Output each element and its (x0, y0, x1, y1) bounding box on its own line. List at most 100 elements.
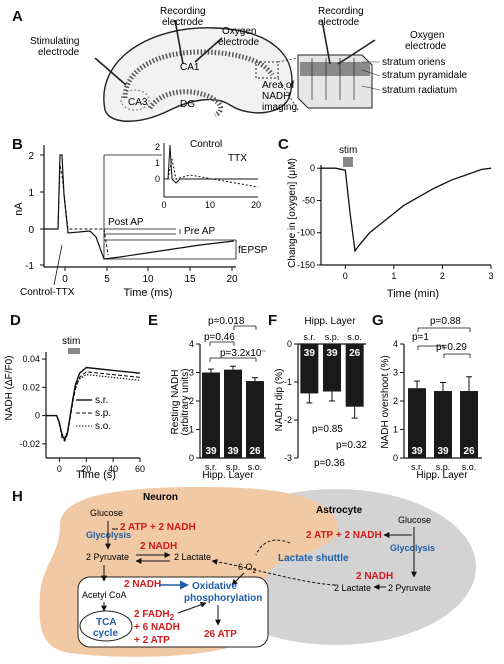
h-a-glycolysis: Glycolysis (390, 543, 435, 553)
ca1-label: CA1 (180, 62, 200, 73)
layer-oriens-label: stratum oriens (382, 57, 445, 68)
d-stim-label: stim (62, 336, 80, 347)
f-n-label: 39 (326, 348, 338, 359)
h-fadh-subscript: 2 (170, 613, 175, 622)
panel-label-d: D (10, 312, 21, 329)
b-inset-xtick-20: 20 (251, 200, 261, 210)
oxygen-electrode (194, 37, 223, 63)
ca1-cell-layer (122, 49, 275, 99)
b-inset-ytick-1: 1 (155, 158, 160, 168)
b-ytick-2: 2 (28, 151, 34, 162)
panel-label-b: B (12, 136, 23, 153)
g-bar (408, 388, 426, 458)
h-glycolysis: Glycolysis (86, 530, 131, 540)
b-inset-xtick-10: 10 (205, 200, 215, 210)
c-stim-label: stim (339, 145, 357, 156)
b-xtick-15: 15 (184, 274, 196, 285)
f-category-label: s.p. (325, 332, 340, 342)
e-n-label: 26 (249, 446, 261, 457)
stim-electrode-label-2: electrode (38, 47, 80, 58)
f-pval-1: p=0.32 (336, 440, 367, 451)
panel-c-chart: Change in [oxygen] (μM) Time (min) stim … (287, 145, 494, 300)
d-legend-so: s.o. (95, 421, 111, 432)
d-xlabel: Time (s) (76, 469, 116, 481)
g-category-label: s.o. (462, 462, 477, 472)
h-pyruvate: 2 Pyruvate (86, 552, 129, 562)
f-ytick-label: -2 (284, 415, 292, 425)
f-bar (323, 344, 341, 392)
pyramidal-neurons (311, 58, 355, 100)
imaging-area-box (255, 61, 279, 79)
b-inset-ytick-2: 2 (155, 142, 160, 152)
g-category-label: s.r. (411, 462, 423, 472)
f-n-label: 39 (304, 348, 316, 359)
h-a-lactate: 2 Lactate (334, 583, 371, 593)
ca3-label: CA3 (128, 97, 148, 108)
h-a-atp-nadh: 2 ATP + 2 NADH (306, 530, 382, 541)
hippocampus-outline (103, 27, 293, 122)
g-n-label: 26 (463, 446, 475, 457)
h-acetyl: Acetyl CoA (82, 590, 127, 600)
f-ytick-label: 0 (287, 339, 292, 349)
svg-c-ytick-label: -150 (297, 260, 315, 270)
e-ylabel-2: (arbitrary units) (180, 368, 191, 435)
svg-d-ytick-label: -0.02 (19, 439, 40, 449)
g-n-label: 39 (437, 446, 449, 457)
panel-g-chart: NADH overshoot (%) Hipp. Layer p=0.88 p=… (380, 316, 482, 481)
b-ytick-1: 1 (28, 188, 34, 199)
g-ytick-label: 1 (393, 425, 398, 435)
oxy-electrode-label-1: Oxygen (222, 26, 256, 37)
panel-b-chart: 2 1 0 -1 0 5 10 15 20 nA Time (ms) Post … (13, 137, 268, 299)
d-stim-marker (68, 348, 80, 354)
oxy-electrode2-label-2: electrode (405, 41, 447, 52)
rec-electrode2-label-1: Recording (318, 6, 364, 17)
h-atp-nadh: 2 ATP + 2 NADH (120, 522, 196, 533)
e-ytick-label: 0 (189, 453, 194, 463)
h-atp26: 26 ATP (204, 629, 237, 640)
b-inset (162, 137, 262, 205)
c-oxygen-trace (321, 167, 492, 253)
b-xtick-10: 10 (142, 274, 154, 285)
e-category-label: s.o. (248, 462, 263, 472)
oxygen-electrode-2 (337, 39, 376, 65)
g-n-label: 39 (411, 446, 423, 457)
e-category-label: s.p. (226, 462, 241, 472)
svg-d-ytick-label: 0.02 (22, 382, 40, 392)
svg-d-ytick-label: 0 (35, 411, 40, 421)
f-title: Hipp. Layer (304, 316, 356, 327)
h-fadh: 2 FADH2 (134, 609, 175, 622)
ca3-region (120, 89, 150, 111)
b-inset-ttx-label: TTX (228, 153, 247, 164)
b-fepsp-label: fEPSP (238, 245, 268, 256)
svg-d-xtick-label: 40 (108, 464, 118, 474)
f-pval-0: p=0.85 (312, 424, 343, 435)
e-n-label: 39 (227, 446, 239, 457)
c-stim-marker (343, 157, 353, 167)
h-two-atp: + 2 ATP (134, 635, 170, 646)
b-inset-control-label: Control (190, 139, 222, 150)
h-o2: 6 O2 (238, 562, 257, 575)
dg-cell-layer (147, 89, 224, 118)
h-oxphos-1: Oxidative (192, 581, 237, 592)
nadh-area-label-1: Area of (262, 80, 294, 91)
g-pval-0: p=0.88 (430, 316, 461, 327)
e-ytick-label: 2 (189, 396, 194, 406)
f-ylabel: NADH dip (%) (274, 369, 285, 432)
f-ytick-label: -3 (284, 453, 292, 463)
e-category-label: s.r. (205, 462, 217, 472)
f-bar (345, 344, 364, 407)
g-ylabel: NADH overshoot (%) (380, 355, 391, 448)
h-o2-subscript: 2 (253, 568, 257, 575)
h-nadh-2: 2 NADH (140, 541, 177, 552)
nadh-area-label-2: NADH (262, 91, 290, 102)
b-ytick-neg1: -1 (25, 261, 34, 272)
svg-c-xtick-label: 1 (391, 271, 396, 281)
panel-f-chart: Hipp. Layer NADH dip (%) p=0.85 p=0.32 p… (274, 316, 367, 469)
g-ytick-label: 4 (393, 339, 398, 349)
h-astrocyte-label: Astrocyte (316, 505, 363, 516)
e-bar (202, 372, 220, 458)
panel-label-c: C (278, 136, 289, 153)
h-glucose: Glucose (90, 508, 123, 518)
c-ylabel: Change in [oxygen] (μM) (287, 158, 298, 268)
panel-d-chart: NADH (ΔF/F0) Time (s) stim 0.040.020-0.0… (4, 336, 145, 481)
